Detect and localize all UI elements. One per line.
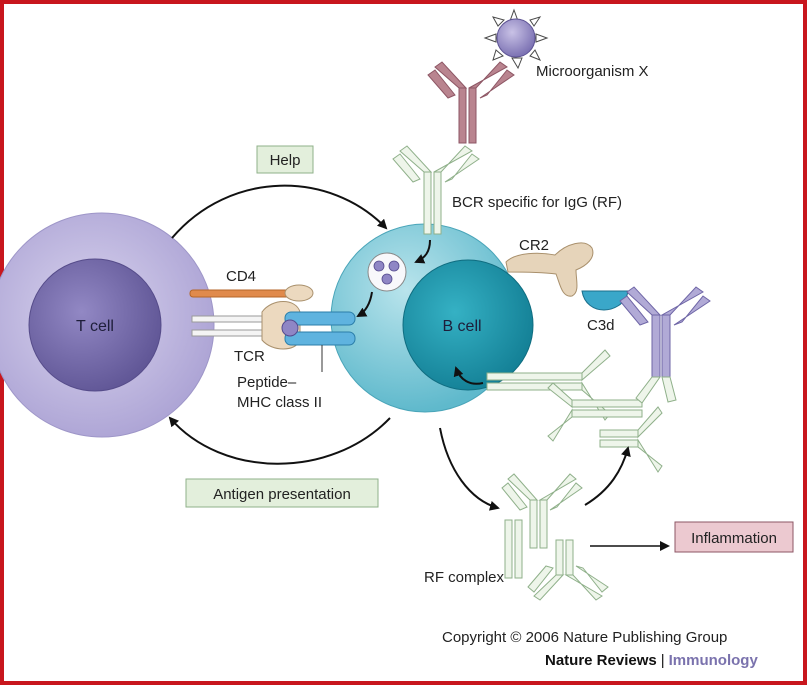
help-box: Help bbox=[256, 145, 314, 174]
help-label: Help bbox=[270, 152, 301, 169]
b-cell-label: B cell bbox=[442, 318, 481, 335]
journal-credit: Nature Reviews|Immunology bbox=[545, 652, 758, 669]
rf-production-arrow bbox=[439, 427, 500, 511]
peptide-label-line2: MHC class II bbox=[237, 394, 322, 411]
igg-antibody-lavender bbox=[619, 286, 711, 378]
presentation-arrow bbox=[356, 291, 373, 317]
t-cell: T cell bbox=[0, 212, 215, 438]
igg-antibody-maroon bbox=[427, 61, 515, 144]
antigen-presentation-arrow bbox=[168, 416, 391, 465]
inflammation-label: Inflammation bbox=[691, 530, 777, 547]
internalization-arrow bbox=[414, 239, 431, 264]
rf-recycle-arrow bbox=[584, 446, 631, 506]
microorganism-label: Microorganism X bbox=[536, 63, 649, 80]
cd4-label: CD4 bbox=[226, 268, 256, 285]
cr2-receptor: CR2 bbox=[505, 237, 594, 297]
rf-complex-label: RF complex bbox=[424, 569, 505, 586]
t-cell-label: T cell bbox=[76, 318, 114, 335]
rf-complex: RF complex bbox=[424, 473, 609, 601]
peptide-mhc-class-ii: Peptide– MHC class II bbox=[237, 311, 356, 411]
rf-antibody-cluster bbox=[486, 349, 677, 473]
antigen-vesicle bbox=[367, 252, 407, 292]
bcr-label: BCR specific for IgG (RF) bbox=[452, 194, 622, 211]
peptide-label-line1: Peptide– bbox=[237, 374, 297, 391]
cr2-label: CR2 bbox=[519, 237, 549, 254]
inflammation-box: Inflammation bbox=[674, 521, 794, 553]
antigen-presentation-label: Antigen presentation bbox=[213, 486, 351, 503]
antigen-presentation-box: Antigen presentation bbox=[185, 478, 379, 508]
cd4-molecule: CD4 bbox=[189, 268, 314, 302]
c3d-label: C3d bbox=[587, 317, 615, 334]
c3d-fragment: C3d bbox=[581, 290, 629, 334]
journal-section: Immunology bbox=[668, 652, 758, 669]
journal-name: Nature Reviews bbox=[545, 652, 657, 669]
help-arrow bbox=[171, 184, 388, 239]
journal-separator: | bbox=[660, 652, 665, 669]
copyright-text: Copyright © 2006 Nature Publishing Group bbox=[442, 629, 728, 646]
bcr-receptor: BCR specific for IgG (RF) bbox=[392, 145, 622, 235]
microorganism-x: Microorganism X bbox=[483, 8, 649, 80]
signal-arrow bbox=[453, 366, 484, 385]
tcr-label: TCR bbox=[234, 348, 265, 365]
